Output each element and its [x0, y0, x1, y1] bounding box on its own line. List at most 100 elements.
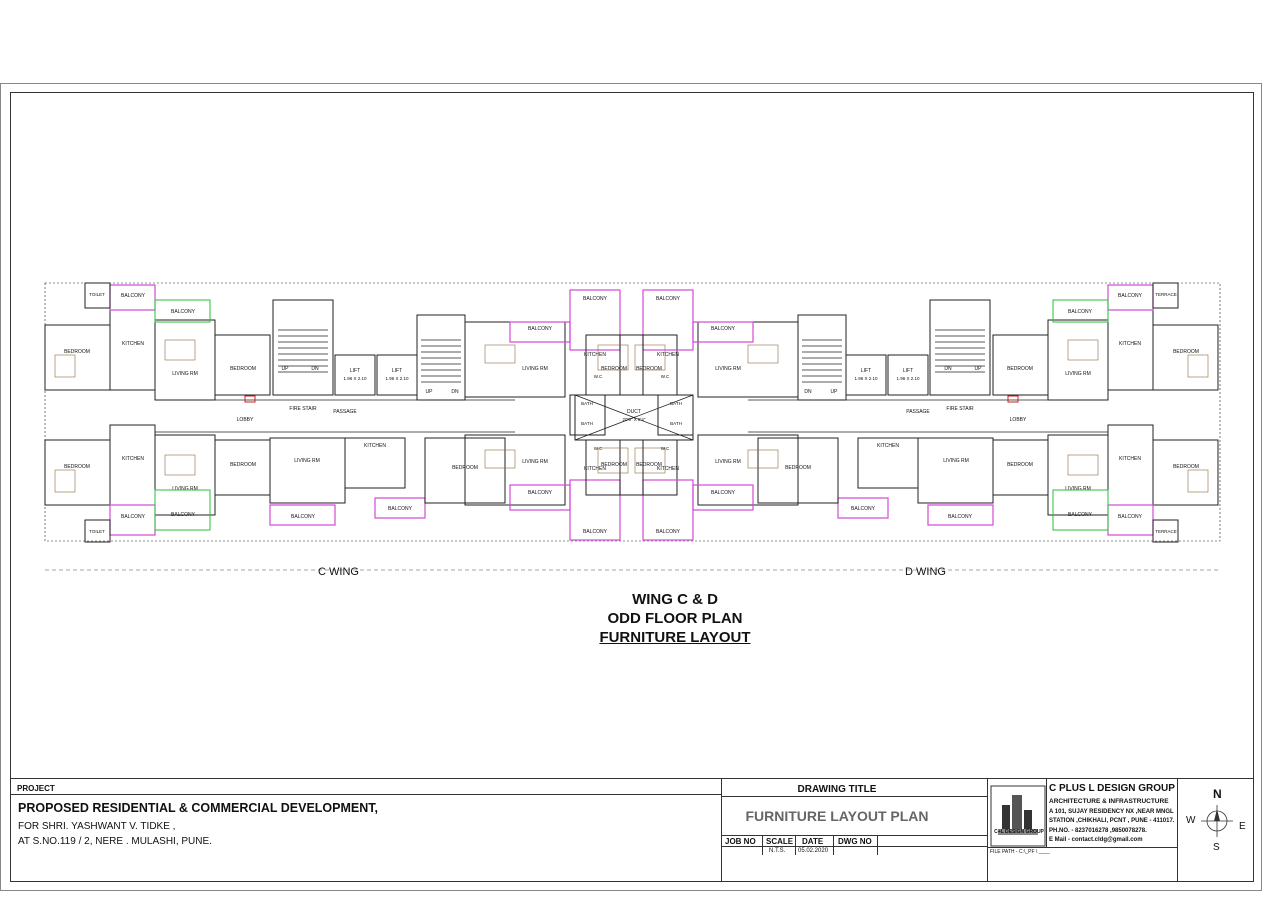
- living-room: [464, 434, 566, 506]
- balcony-label: BALCONY: [1118, 293, 1143, 299]
- drawing-title-label: DRAWING TITLE: [797, 784, 877, 795]
- wc-label: W.C: [594, 446, 603, 451]
- furniture-block: [747, 449, 779, 469]
- lift-size-label: 1.96 X 2.10: [385, 376, 409, 381]
- balcony-label: BALCONY: [528, 326, 553, 332]
- bedroom-label: BEDROOM: [1173, 349, 1199, 355]
- date-label: DATE: [802, 837, 824, 846]
- living-room: [269, 437, 346, 504]
- duct-cross: [574, 394, 694, 441]
- balcony-label: BALCONY: [121, 293, 146, 299]
- lift-label: LIFT: [861, 368, 871, 374]
- compass-north: N: [1213, 787, 1222, 801]
- wing-c-label: C WING: [318, 566, 359, 578]
- lift-shaft: [887, 354, 929, 396]
- living-label: LIVING RM: [1065, 486, 1091, 492]
- up-label: UP: [975, 366, 983, 372]
- balcony-label: BALCONY: [583, 529, 608, 535]
- kitchen-room: [344, 437, 406, 489]
- fire-stair-label: FIRE STAIR: [289, 406, 317, 412]
- living-room: [697, 434, 799, 506]
- north-compass: N S W E: [1178, 779, 1254, 882]
- drawing-title-cell: DRAWING TITLE FURNITURE LAYOUT PLAN JOB …: [722, 779, 988, 882]
- project-cell: PROJECT PROPOSED RESIDENTIAL & COMMERCIA…: [11, 779, 722, 882]
- kitchen-room: [1107, 424, 1154, 506]
- balcony-room: [374, 497, 426, 519]
- balcony-room: [509, 484, 571, 511]
- furniture-block: [54, 469, 76, 493]
- living-label: LIVING RM: [715, 366, 741, 372]
- bedroom-label: BEDROOM: [636, 462, 662, 468]
- balcony-label: BALCONY: [656, 296, 681, 302]
- bedroom-room: [619, 334, 678, 396]
- furniture-block: [54, 354, 76, 378]
- drawing-title: FURNITURE LAYOUT PLAN: [745, 808, 929, 824]
- lobby-label: LOBBY: [237, 417, 254, 423]
- logo-caption: C+L DESIGN GROUP: [994, 829, 1044, 835]
- lift-label: LIFT: [350, 368, 360, 374]
- wc-label: W.C: [594, 374, 603, 379]
- job-no-label: JOB NO: [725, 837, 756, 846]
- site-location: AT S.NO.119 / 2, NERE . MULASHI, PUNE.: [18, 836, 212, 847]
- furniture-block: [164, 339, 196, 361]
- dn-label: DN: [451, 389, 459, 395]
- bath-label: BATH: [581, 401, 593, 406]
- furniture-block: [1187, 469, 1209, 493]
- firm-logo-icon: [990, 785, 1046, 847]
- firm-email: E Mail - contact.cldg@gmail.com: [1049, 837, 1143, 843]
- floor-plan-drawing: BEDROOM KITCHEN LIVING RM BALCONY BALCONY TOI…: [44, 282, 1221, 578]
- bedroom-label: BEDROOM: [64, 349, 90, 355]
- furniture-block: [1187, 354, 1209, 378]
- living-label: LIVING RM: [294, 458, 320, 464]
- duct-size-label: 20'5" X 8'4": [623, 417, 646, 422]
- living-label: LIVING RM: [943, 458, 969, 464]
- passage-label: PASSAGE: [333, 409, 357, 415]
- balcony-label: BALCONY: [1068, 512, 1093, 518]
- bath-label: BATH: [670, 421, 682, 426]
- balcony-room: [269, 504, 336, 526]
- kitchen-room: [1107, 309, 1154, 391]
- firm-address-2: STATION ,CHIKHALI, PCNT , PUNE - 411017.: [1049, 818, 1175, 824]
- toilet-label: TOILET: [89, 292, 105, 297]
- balcony-room: [569, 289, 621, 351]
- balcony-room: [1052, 299, 1109, 323]
- kitchen-label: KITCHEN: [122, 341, 144, 347]
- kitchen-label: KITCHEN: [1119, 341, 1141, 347]
- compass-south: S: [1213, 842, 1220, 853]
- firm-subtitle: ARCHITECTURE & INFRASTRUCTURE: [1049, 798, 1169, 805]
- balcony-label: BALCONY: [948, 514, 973, 520]
- balcony-label: BALCONY: [656, 529, 681, 535]
- firm-cell: C+L DESIGN GROUP C PLUS L DESIGN GROUP A…: [988, 779, 1178, 882]
- caption-line-1: WING C & D: [632, 591, 718, 608]
- balcony-label: BALCONY: [121, 514, 146, 520]
- balcony-label: BALCONY: [583, 296, 608, 302]
- balcony-room: [927, 504, 994, 526]
- caption-line-2: ODD FLOOR PLAN: [607, 610, 743, 627]
- bedroom-label: BEDROOM: [1007, 462, 1033, 468]
- client-name: FOR SHRI. YASHWANT V. TIDKE ,: [18, 821, 176, 832]
- toilet-label: TERRACE: [1155, 292, 1177, 297]
- bedroom-label: BEDROOM: [64, 464, 90, 470]
- lift-size-label: 1.96 X 2.10: [896, 376, 920, 381]
- furniture-block: [1067, 339, 1099, 361]
- bath-label: BATH: [581, 421, 593, 426]
- passage-label: PASSAGE: [906, 409, 930, 415]
- balcony-label: BALCONY: [1118, 514, 1143, 520]
- living-label: LIVING RM: [1065, 371, 1091, 377]
- up-label: UP: [282, 366, 290, 372]
- furniture-block: [597, 344, 629, 371]
- balcony-label: BALCONY: [528, 490, 553, 496]
- duct-label: DUCT: [627, 409, 641, 415]
- file-path: FILE PATH - C:\_PF \ ____: [990, 849, 1050, 855]
- bedroom-label: BEDROOM: [230, 462, 256, 468]
- lobby-label: LOBBY: [1010, 417, 1027, 423]
- compass-icon: [1201, 805, 1233, 837]
- living-label: LIVING RM: [522, 459, 548, 465]
- bedroom-room: [585, 334, 644, 396]
- furniture-block: [747, 344, 779, 364]
- kitchen-room: [857, 437, 919, 489]
- toilet-label: TOILET: [89, 529, 105, 534]
- kitchen-label: KITCHEN: [584, 352, 606, 358]
- balcony-room: [837, 497, 889, 519]
- bedroom-room: [992, 334, 1049, 396]
